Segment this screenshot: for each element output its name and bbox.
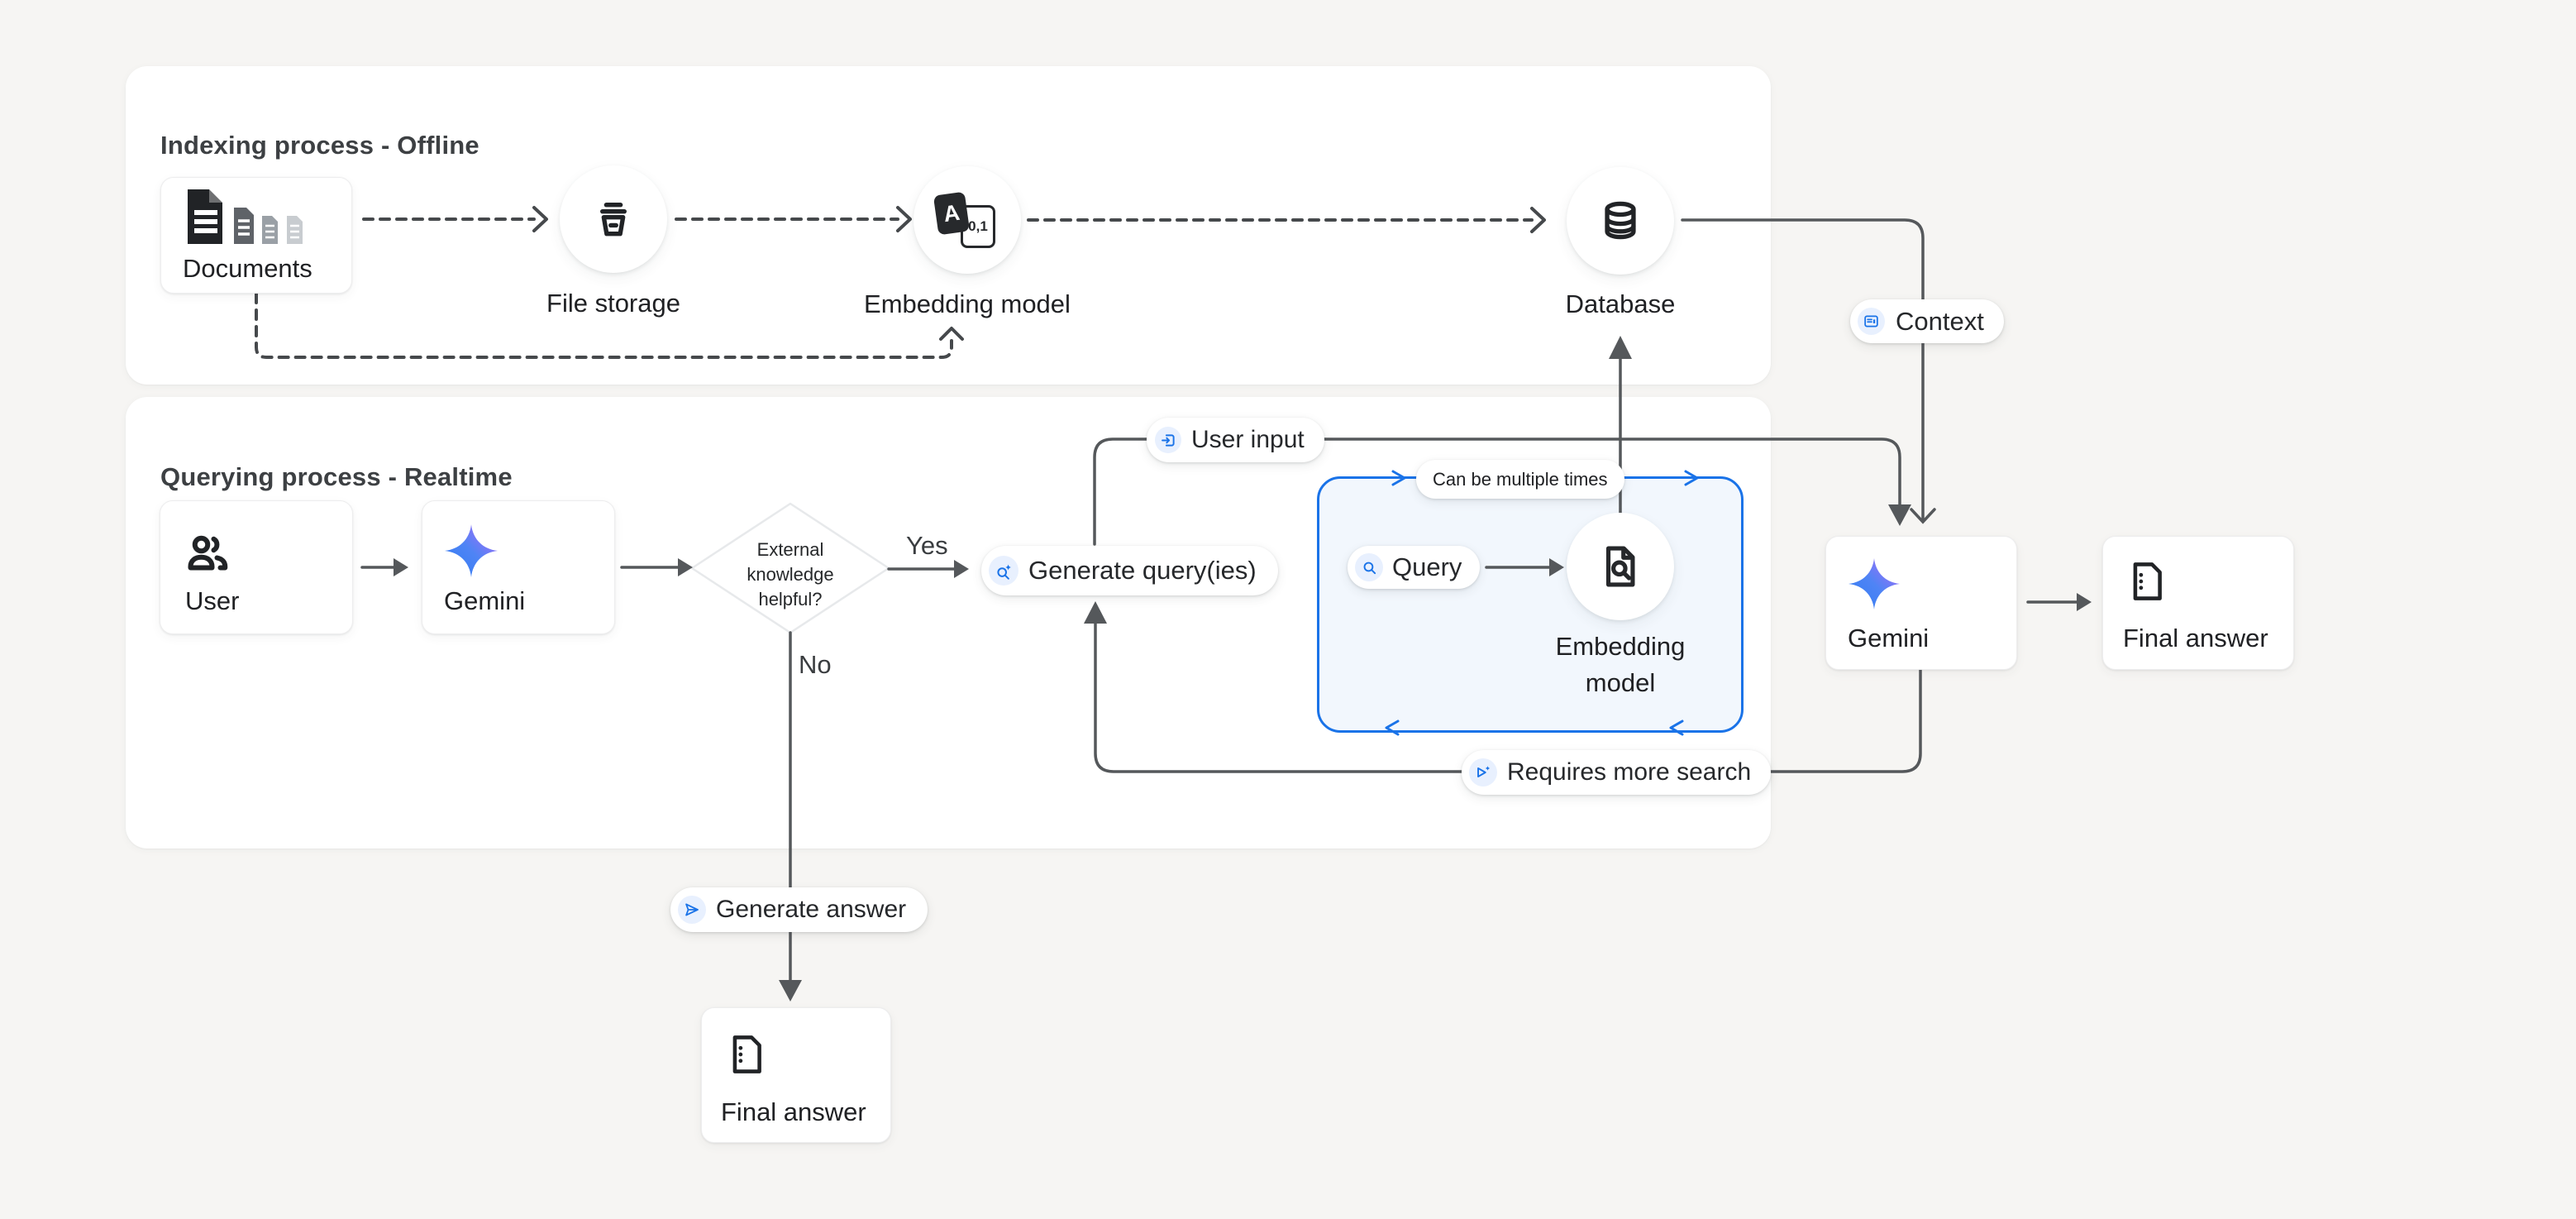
no-label: No (799, 650, 832, 679)
user-label: User (185, 586, 240, 615)
requires-more-search-label: Requires more search (1507, 758, 1752, 786)
document-dots-icon (732, 1035, 761, 1073)
file-storage-node[interactable] (560, 165, 667, 273)
loop-box (1317, 476, 1744, 733)
decision-line1: External (756, 539, 824, 560)
documents-icon (188, 189, 303, 244)
document-dots-icon (2133, 562, 2162, 600)
gemini-answer-label: Gemini (1848, 624, 1930, 653)
gemini-card-answer[interactable]: Gemini (1825, 536, 2017, 670)
database-label: Database (1565, 289, 1676, 318)
database-node[interactable] (1567, 167, 1674, 275)
dashed-connectors (255, 206, 1546, 359)
documents-label: Documents (183, 254, 312, 283)
send-chip (678, 896, 706, 924)
input-chip (1155, 427, 1181, 453)
user-input-pill: User input (1147, 418, 1324, 462)
translate-icon: 0,1 A (933, 191, 1002, 248)
context-icon (1864, 315, 1878, 327)
generate-queries-pill[interactable]: Generate query(ies) (981, 546, 1278, 595)
gemini-query-label: Gemini (444, 586, 526, 615)
decision-line2: knowledge (747, 564, 834, 585)
solid-connectors (360, 218, 2078, 983)
context-pill: Context (1850, 299, 2004, 343)
final-answer-label: Final answer (2123, 624, 2268, 653)
embedding-model-offline-label: Embedding model (864, 289, 1071, 318)
generate-queries-label: Generate query(ies) (1028, 556, 1257, 585)
final-answer-bottom-label: Final answer (721, 1097, 866, 1126)
querying-panel-title: Querying process - Realtime (160, 462, 513, 491)
embedding-model-online-label: Embedding model (1517, 629, 1724, 701)
final-answer-card[interactable]: Final answer (2102, 536, 2294, 670)
bucket-icon (600, 203, 627, 237)
loop-times-label: Can be multiple times (1433, 468, 1608, 490)
generate-answer-label: Generate answer (716, 896, 907, 923)
decision-text: External knowledge helpful? (708, 538, 873, 612)
indexing-panel-title: Indexing process - Offline (160, 131, 479, 160)
file-storage-label: File storage (546, 289, 680, 318)
database-icon (1605, 201, 1636, 240)
user-input-label: User input (1191, 426, 1305, 453)
generate-answer-pill: Generate answer (670, 887, 928, 932)
decision-line3: helpful? (758, 589, 823, 610)
gemini-star-icon (1849, 558, 1900, 610)
people-icon (188, 535, 228, 571)
gemini-star-icon (445, 524, 498, 577)
user-card[interactable]: User (160, 500, 353, 634)
context-chip (1858, 308, 1885, 335)
embedding-model-online-node[interactable] (1567, 513, 1674, 620)
embedding-model-offline-node[interactable]: 0,1 A (914, 166, 1021, 274)
yes-label: Yes (906, 531, 948, 560)
run-sparkle-chip (1469, 758, 1497, 786)
search-sparkle-icon (996, 563, 1011, 580)
arrowheads (394, 336, 2092, 1001)
final-answer-bottom-card[interactable]: Final answer (701, 1007, 891, 1143)
requires-more-search-pill: Requires more search (1462, 750, 1772, 795)
send-icon (685, 903, 699, 916)
loop-direction-chevrons (1385, 470, 1699, 736)
query-pill[interactable]: Query (1348, 546, 1481, 589)
embedding-online-line2: model (1585, 668, 1656, 697)
gemini-card-query[interactable]: Gemini (422, 500, 615, 634)
run-sparkle-icon (1477, 766, 1491, 778)
documents-card[interactable]: Documents (160, 177, 352, 294)
search-sparkle-chip (989, 556, 1018, 586)
magnifier-chip (1355, 553, 1383, 581)
page-search-icon (1605, 546, 1635, 587)
magnifier-icon (1363, 562, 1376, 574)
embedding-online-line1: Embedding (1555, 632, 1686, 661)
loop-times-pill: Can be multiple times (1416, 460, 1624, 499)
query-label: Query (1392, 552, 1462, 581)
context-label: Context (1896, 306, 1984, 336)
input-icon (1161, 433, 1175, 447)
translate-icon-letter: A (933, 191, 971, 236)
